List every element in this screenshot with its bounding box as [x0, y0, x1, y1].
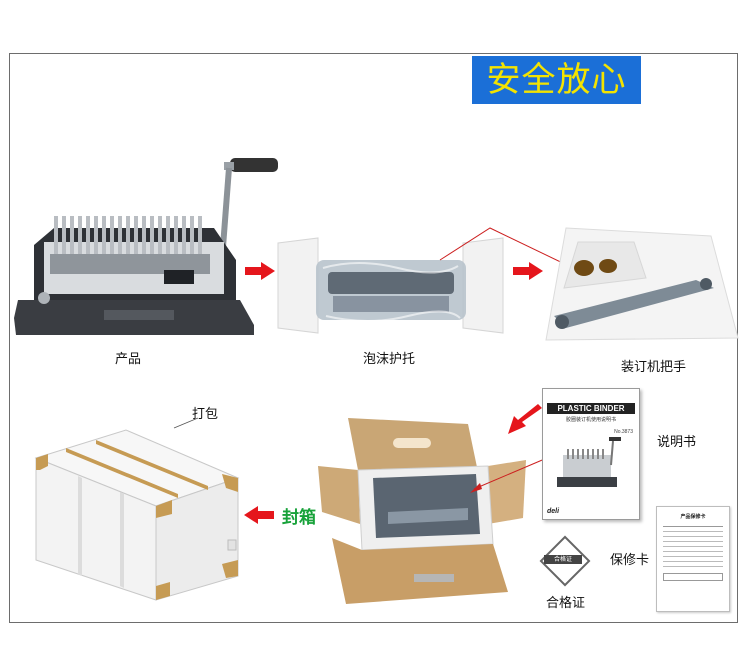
- open-box-image: [318, 418, 526, 604]
- binding-machine-image: [14, 158, 278, 335]
- label-handle: 装订机把手: [621, 360, 687, 375]
- foam-holder-image: [277, 237, 504, 334]
- cert-badge-text: 合格证: [544, 555, 582, 564]
- banner-title: 安全放心: [472, 56, 641, 104]
- arrow-right-2: [513, 262, 543, 280]
- manual-title: PLASTIC BINDER: [547, 403, 635, 414]
- manual-machine-illustration: [557, 437, 621, 487]
- label-product: 产品: [115, 352, 142, 367]
- arrow-left: [244, 506, 274, 524]
- handle-tray-image: [545, 227, 739, 341]
- label-foam: 泡沫护托: [363, 352, 416, 367]
- label-seal: 封箱: [282, 508, 316, 528]
- manual-model: No.3873: [614, 429, 633, 435]
- label-manual: 说明书: [657, 435, 697, 450]
- label-certificate: 合格证: [546, 596, 586, 611]
- cert-brand: deli: [557, 546, 569, 552]
- label-pack: 打包: [192, 407, 219, 422]
- arrow-diagonal: [508, 404, 542, 434]
- arrow-right-1: [245, 262, 275, 280]
- warranty-card-lines: [663, 526, 723, 581]
- callout-line-2: [470, 454, 555, 493]
- label-warranty: 保修卡: [610, 553, 650, 568]
- warranty-card-title: 产品保修卡: [680, 514, 706, 520]
- manual-subtitle: 胶圈装订机使用说明书: [565, 417, 616, 423]
- manual-cover: PLASTIC BINDER 胶圈装订机使用说明书 No.3873 deli: [542, 388, 640, 520]
- manual-brand: deli: [547, 508, 560, 515]
- certificate-badge: deli 合格证: [539, 535, 591, 587]
- warranty-card: 产品保修卡: [656, 506, 730, 612]
- packed-box-image: [34, 417, 240, 601]
